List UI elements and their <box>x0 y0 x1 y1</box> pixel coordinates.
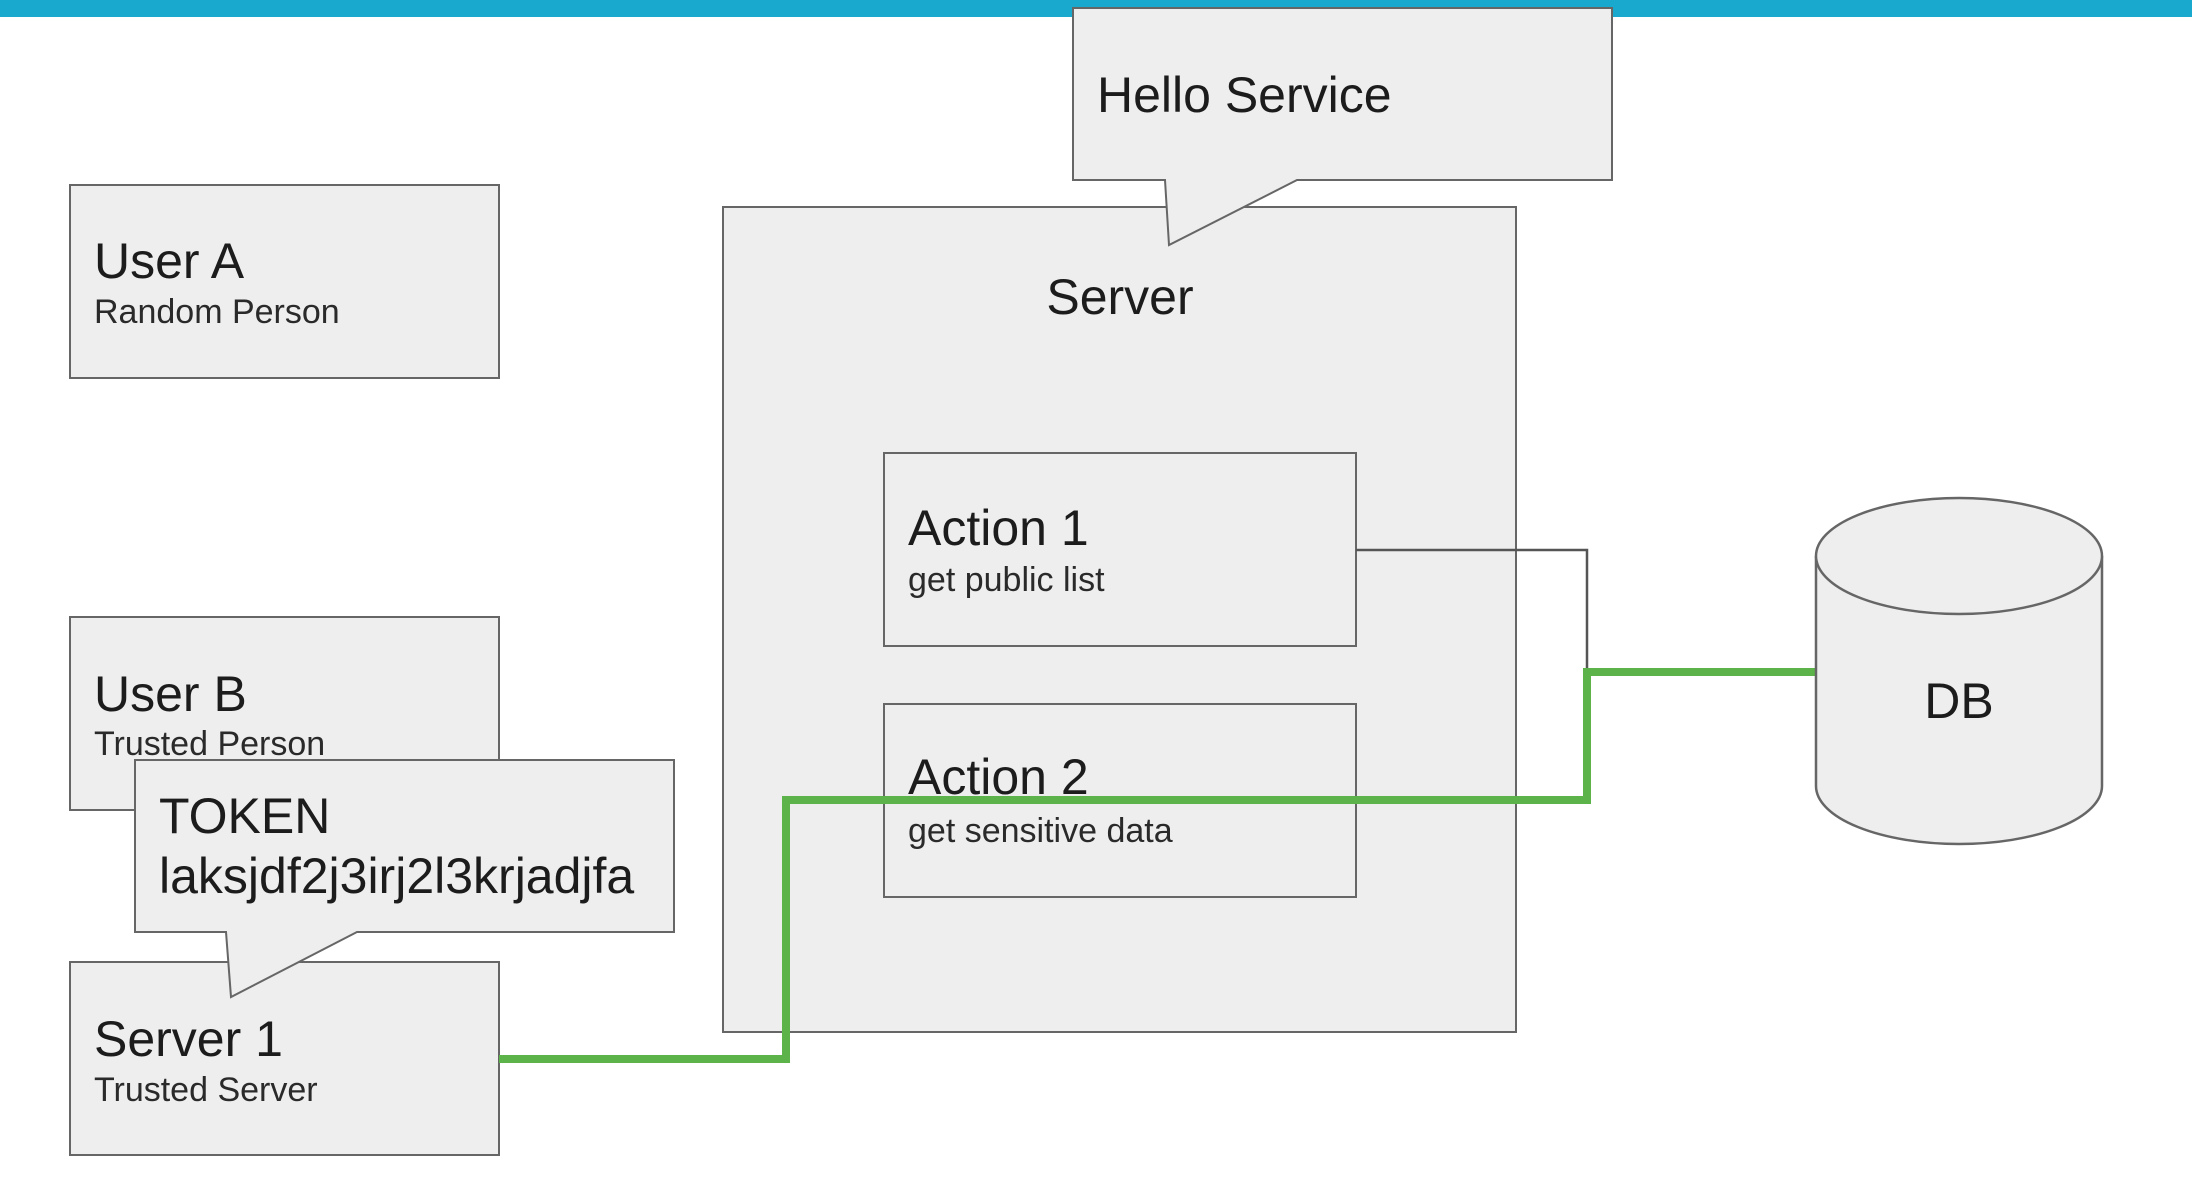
action-2-title: Action 2 <box>908 749 1089 805</box>
server-1-title: Server 1 <box>94 1011 283 1067</box>
server-1-subtitle: Trusted Server <box>94 1071 318 1109</box>
token-callout: TOKEN laksjdf2j3irj2l3krjadjfa <box>134 759 675 999</box>
token-value: laksjdf2j3irj2l3krjadjfa <box>159 848 634 904</box>
user-a-box: User A Random Person <box>69 184 500 379</box>
token-label: TOKEN <box>159 788 330 844</box>
user-a-subtitle: Random Person <box>94 293 340 331</box>
action-1-box: Action 1 get public list <box>883 452 1357 647</box>
user-b-title: User B <box>94 666 247 722</box>
action-2-subtitle: get sensitive data <box>908 812 1173 850</box>
server-1-box: Server 1 Trusted Server <box>69 961 500 1156</box>
db-label: DB <box>1924 673 1993 729</box>
server-label: Server <box>1046 269 1193 325</box>
action-1-subtitle: get public list <box>908 561 1105 599</box>
user-a-title: User A <box>94 233 245 289</box>
user-b-subtitle: Trusted Person <box>94 725 325 763</box>
db-cylinder: DB <box>1814 496 2104 846</box>
hello-service-callout: Hello Service <box>1072 7 1613 247</box>
hello-service-label: Hello Service <box>1097 67 1392 123</box>
server-1-db-link <box>499 668 1816 1063</box>
action-1-db-link <box>1356 548 1589 672</box>
action-1-title: Action 1 <box>908 500 1089 556</box>
